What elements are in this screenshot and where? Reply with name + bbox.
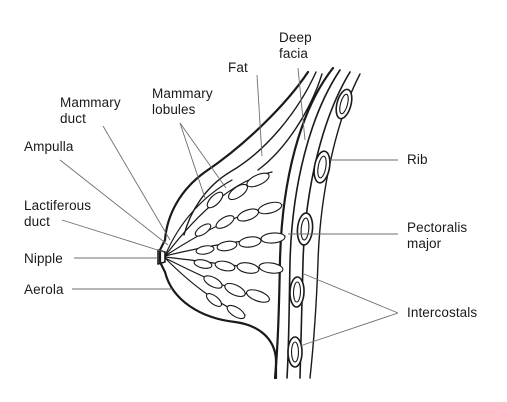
leader-lactiferous-duct	[61, 219, 165, 253]
leader-mammary-lobules-a	[179, 122, 206, 199]
leader-ampulla	[59, 159, 169, 246]
leader-intercostals-b	[299, 312, 399, 347]
ribs	[287, 88, 353, 368]
label-rib: Rib	[407, 152, 428, 167]
label-aerola: Aerola	[24, 282, 64, 297]
label-pectoralis-major: Pectoralis major	[407, 220, 468, 251]
label-intercostals: Intercostals	[407, 305, 478, 320]
rib-1	[335, 88, 353, 120]
leader-lines-left	[59, 67, 306, 290]
label-deep-facia: Deep facia	[279, 30, 312, 61]
label-nipple: Nipple	[24, 251, 63, 266]
label-ampulla: Ampulla	[24, 139, 74, 154]
leader-intercostals-a	[303, 273, 399, 314]
label-mammary-lobules: Mammary lobules	[152, 86, 213, 117]
leader-mammary-duct	[102, 125, 171, 241]
rib-4	[289, 276, 305, 308]
rib-5	[287, 336, 303, 368]
leader-deep-facia	[297, 67, 306, 141]
rib-2	[313, 150, 331, 184]
leader-lines-right	[288, 159, 399, 347]
label-fat: Fat	[228, 60, 248, 75]
leader-fat	[256, 74, 263, 157]
label-lactiferous-duct: Lactiferous duct	[24, 198, 92, 229]
mammary-lobules	[157, 171, 286, 320]
rib-3	[296, 212, 314, 246]
label-mammary-duct: Mammary duct	[60, 95, 121, 126]
breast-outline	[158, 70, 323, 380]
leader-mammary-lobules-b	[179, 122, 227, 189]
